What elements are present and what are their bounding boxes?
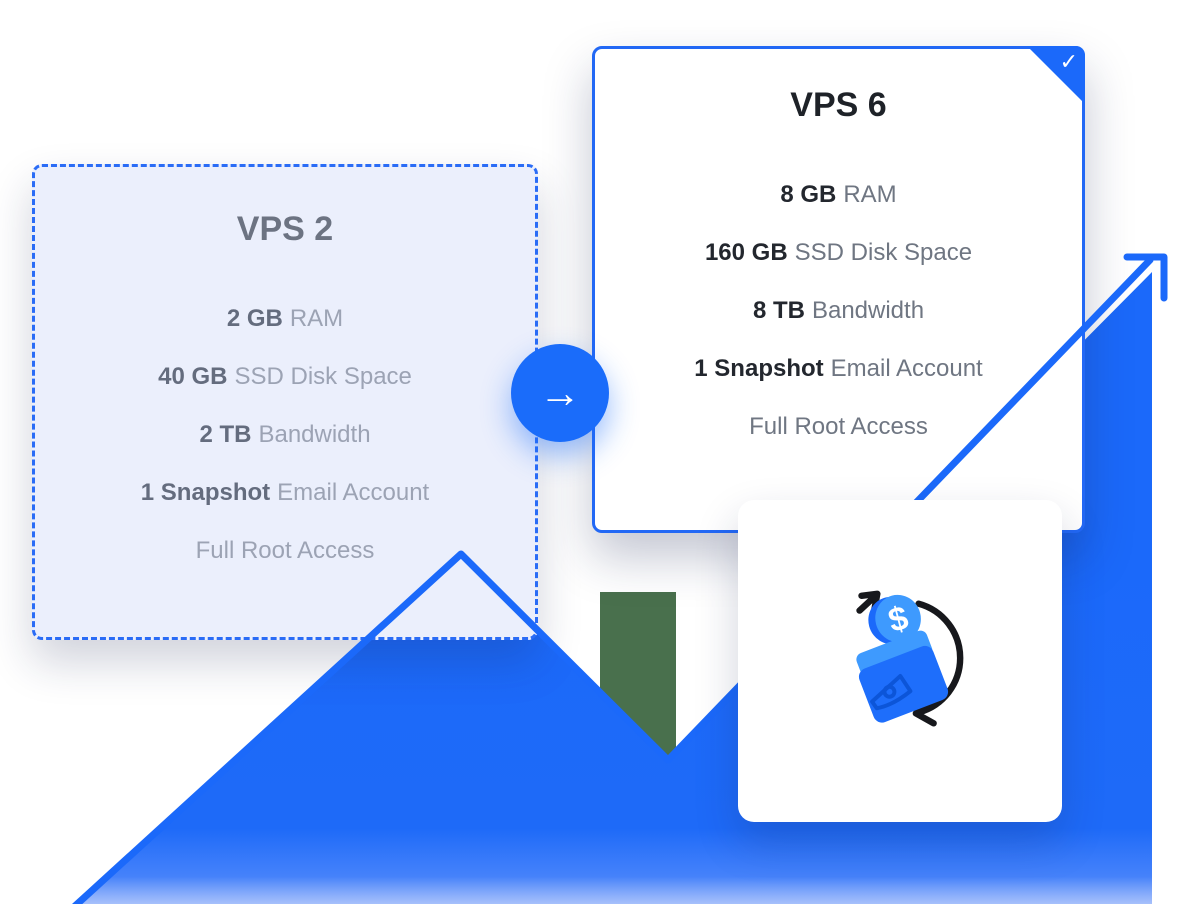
feature-row: Full Root Access: [595, 413, 1082, 441]
arrow-head-icon: [1123, 253, 1168, 302]
wallet-card: $: [738, 500, 1062, 822]
feature-label: RAM: [843, 181, 897, 208]
feature-label: Bandwidth: [258, 421, 371, 448]
vps6-title: VPS 6: [790, 86, 887, 124]
feature-value: 160 GB: [704, 239, 788, 266]
wallet-refresh-icon: $: [856, 590, 964, 727]
feature-value: 1 Snapshot: [140, 479, 271, 506]
green-block-shape: [600, 592, 676, 762]
wallet-shape: [856, 630, 949, 723]
feature-value: 8 GB: [780, 181, 837, 208]
feature-value: 40 GB: [158, 363, 228, 390]
feature-value: 1 Snapshot: [694, 355, 824, 382]
feature-row: Full Root Access: [35, 537, 535, 565]
arrow-right-icon: →: [539, 369, 581, 416]
feature-label: SSD Disk Space: [794, 239, 973, 266]
feature-value: 2 GB: [226, 305, 283, 332]
feature-label: Email Account: [277, 479, 430, 506]
feature-label: RAM: [289, 305, 344, 332]
feature-label: Bandwidth: [811, 297, 925, 324]
feature-label: SSD Disk Space: [234, 363, 412, 390]
feature-value: 2 TB: [199, 421, 252, 448]
check-icon: ✓: [1059, 49, 1078, 74]
vps2-title: VPS 2: [236, 210, 334, 248]
feature-label: Email Account: [830, 355, 983, 382]
feature-label: Full Root Access: [749, 413, 928, 440]
upgrade-arrow-button[interactable]: →: [511, 344, 609, 442]
feature-label: Full Root Access: [195, 537, 375, 564]
feature-value: 8 TB: [752, 297, 805, 324]
